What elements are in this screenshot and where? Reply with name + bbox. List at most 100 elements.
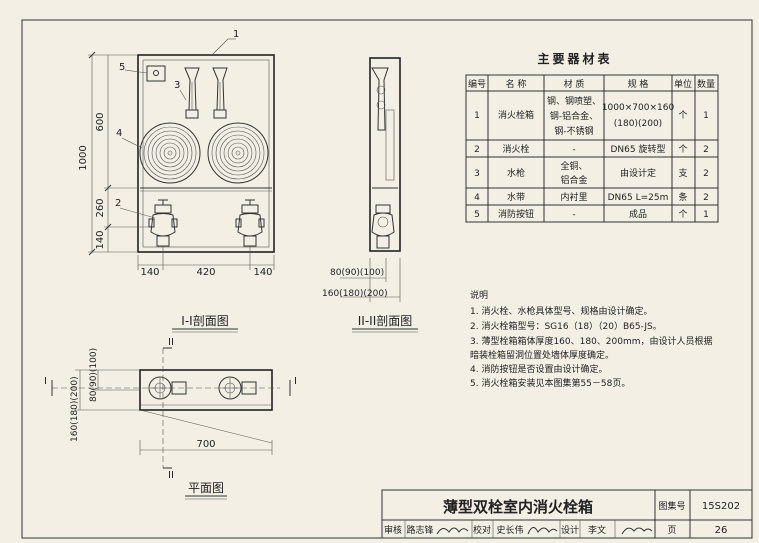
design-label: 设计: [561, 524, 579, 536]
hydrant-right-icon: [235, 199, 265, 247]
reviewer-signature: [436, 527, 469, 535]
checker-signature: [527, 527, 558, 535]
reviewer-name: 路志锋: [406, 524, 433, 536]
checker-name: 史长伟: [496, 524, 523, 536]
note-item: 1. 消火栓、水枪具体型号、规格由设计确定。: [470, 305, 652, 317]
th-qty: 数量: [697, 78, 715, 90]
table-cell: 水带: [507, 191, 525, 203]
side-hose-outline: [385, 109, 395, 181]
section-mark-ii-top: II: [168, 337, 174, 348]
table-cell: 钢-铝合金、: [550, 110, 598, 122]
side-view-title: II-II剖面图: [358, 314, 413, 328]
cabinet-outline: [137, 54, 275, 253]
page-label: 页: [667, 525, 676, 536]
table-cell: 2: [474, 145, 480, 155]
th-no: 编号: [468, 78, 486, 90]
side-nozzle-icon: [371, 67, 389, 131]
hose-reel-right-icon: [207, 122, 269, 184]
section-mark-ii-bottom: II: [168, 470, 174, 481]
table-cell: 条: [678, 191, 687, 203]
dim-260: 260: [95, 198, 106, 217]
leader-5: [124, 69, 148, 74]
table-cell: 个: [678, 110, 687, 121]
note-item: 5. 消火栓箱安装见本图集第55－58页。: [470, 377, 630, 389]
table-cell: 1: [703, 210, 709, 220]
table-cell: 支: [678, 167, 687, 179]
callout-5: 5: [119, 62, 125, 73]
side-dim-80: 80(90)(100): [330, 268, 384, 278]
designer-name: 李文: [588, 524, 606, 536]
dim-140: 140: [95, 230, 106, 249]
check-label: 校对: [473, 524, 491, 536]
table-cell: 个: [678, 144, 687, 155]
table-cell: 个: [678, 209, 687, 220]
table-cell: 2: [703, 193, 709, 203]
nozzle-right-icon: [212, 67, 228, 119]
review-label: 审核: [384, 524, 402, 536]
cabinet-inner-frame: [142, 59, 270, 248]
dim-1000: 1000: [78, 145, 89, 170]
table-cell: (180)(200): [614, 119, 662, 129]
plan-view-title: 平面图: [188, 481, 224, 495]
table-cell: 钢、钢喷塑、: [547, 95, 601, 107]
materials-table: 主要器材表 编号 名 称 材 质 规 格 单位 数量 1 消火栓箱 钢、钢喷塑、…: [465, 51, 719, 223]
table-cell: 水枪: [507, 167, 525, 179]
table-cell: -: [572, 210, 575, 220]
notes: 说明 1. 消火栓、水枪具体型号、规格由设计确定。 2. 消火栓箱型号：SG16…: [470, 289, 713, 389]
plan-dim-700: 700: [196, 439, 215, 450]
table-cell: 钢-不锈钢: [554, 125, 593, 137]
callout-2: 2: [115, 198, 121, 209]
th-name: 名 称: [506, 78, 527, 90]
front-view-title: I-I剖面图: [181, 314, 228, 328]
table-cell: DN65 旋转型: [611, 143, 666, 155]
leader-4: [121, 137, 143, 149]
table-cell: 4: [474, 193, 480, 203]
dim-420: 420: [196, 267, 215, 278]
table-cell: 2: [703, 169, 709, 179]
hydrant-left-icon: [148, 199, 178, 247]
atlas-label: 图集号: [658, 500, 685, 512]
side-hydrant-icon: [371, 204, 395, 249]
fire-button-box: [146, 65, 166, 82]
note-item: 4. 消防按钮是否设置由设计确定。: [470, 363, 607, 375]
table-cell: DN65 L=25m: [608, 193, 669, 203]
plan-view: II II I I 160(180)(200) 80(90)(100) 700 …: [44, 337, 297, 500]
drawing-title: 薄型双栓室内消火栓箱: [443, 498, 593, 516]
table-cell: 1: [474, 111, 480, 121]
plan-dim-80: 80(90)(100): [89, 348, 99, 402]
table-cell: 内衬里: [560, 191, 587, 203]
th-unit: 单位: [674, 78, 692, 90]
table-cell: 消火栓箱: [498, 109, 534, 121]
leader-3: [179, 89, 187, 101]
designer-signature: [621, 527, 653, 535]
table-cell: 全铜、: [560, 160, 587, 172]
note-item: 3. 薄型栓箱箱体厚度160、180、200mm，由设计人员根据: [470, 335, 713, 347]
dim-140-right: 140: [253, 267, 272, 278]
sheet-border: [21, 19, 753, 539]
callout-3: 3: [174, 80, 180, 91]
table-cell: 成品: [629, 208, 647, 220]
front-view: 1 2 3 4 5 1000 600 260 140 140 420 140 I…: [78, 29, 275, 333]
note-item: 2. 消火栓箱型号：SG16（18）（20）B65-JS。: [470, 320, 662, 332]
th-material: 材 质: [564, 78, 585, 90]
section-mark-i-right: I: [294, 376, 297, 387]
th-spec: 规 格: [628, 78, 649, 90]
side-view: 80(90)(100) 160(180)(200) II-II剖面图: [322, 57, 418, 333]
side-cabinet-outline: [369, 57, 401, 252]
notes-heading: 说明: [470, 289, 488, 301]
table-cell: 消火栓: [502, 143, 529, 155]
section-mark-i-left: I: [44, 376, 47, 387]
table-cell: -: [572, 145, 575, 155]
table-cell: 铝合金: [560, 174, 587, 186]
table-cell: 1: [703, 111, 709, 121]
plan-dim-160: 160(180)(200): [70, 376, 80, 442]
hose-reel-left-icon: [139, 122, 201, 184]
dim-140-left: 140: [140, 267, 159, 278]
table-cell: 2: [703, 145, 709, 155]
table-cell: 1000×700×160: [602, 103, 675, 113]
callout-4: 4: [116, 128, 122, 139]
title-block: 薄型双栓室内消火栓箱 图集号 15S202 审核 路志锋 校对 史长伟 设计 李…: [381, 489, 753, 539]
page-number: 26: [715, 525, 728, 536]
dim-600: 600: [95, 112, 106, 131]
